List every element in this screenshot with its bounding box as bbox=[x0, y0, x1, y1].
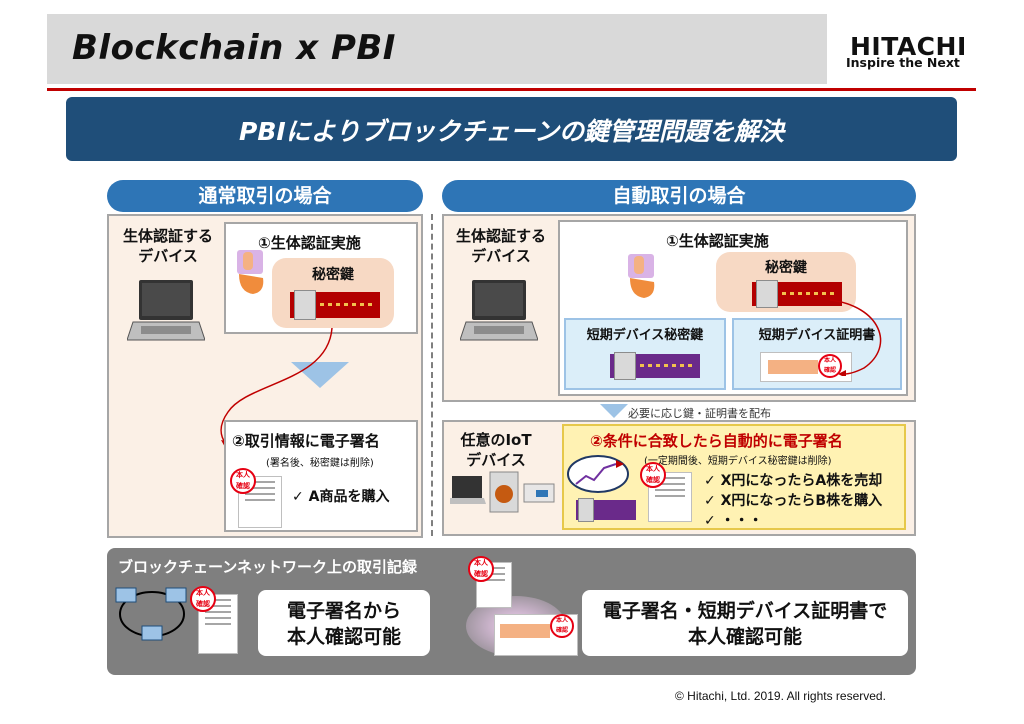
title-rule bbox=[47, 88, 976, 91]
result-right-line2: 本人確認可能 bbox=[687, 626, 802, 648]
page-title: Blockchain x PBI bbox=[72, 28, 396, 68]
left-note: (署名後、秘密鍵は削除) bbox=[266, 458, 374, 469]
banner-text: PBIによりブロックチェーンの鍵管理問題を解決 bbox=[239, 117, 784, 146]
auto-key-head bbox=[578, 498, 594, 522]
result-left-line2: 本人確認可能 bbox=[286, 626, 401, 648]
result-right-line1: 電子署名・短期デバイス証明書で bbox=[602, 600, 888, 622]
left-device-label: 生体認証する デバイス bbox=[122, 227, 213, 265]
condition-3: ✓ ・・・ bbox=[704, 513, 763, 529]
right-key-head bbox=[756, 280, 778, 308]
record-cert-stamp-icon: 本人 確認 bbox=[550, 614, 574, 638]
left-heading: 通常取引の場合 bbox=[107, 180, 423, 212]
short-key-dots bbox=[640, 364, 694, 367]
left-secret-key-label: 秘密鍵 bbox=[312, 267, 354, 283]
iot-devices-icon bbox=[450, 471, 555, 513]
result-right-box bbox=[582, 590, 908, 656]
result-left-box bbox=[258, 590, 430, 656]
blockchain-record-title: ブロックチェーンネットワーク上の取引記録 bbox=[118, 558, 417, 576]
banner bbox=[66, 97, 957, 161]
distribute-label: 必要に応じ鍵・証明書を配布 bbox=[628, 407, 771, 420]
condition-1: ✓ X円になったらA株を売却 bbox=[704, 473, 883, 489]
short-cert-label: 短期デバイス証明書 bbox=[758, 328, 876, 343]
right-heading: 自動取引の場合 bbox=[442, 180, 916, 212]
left-key-head bbox=[294, 290, 316, 320]
fingerprint-icon bbox=[237, 250, 264, 294]
left-stamp-icon: 本人 確認 bbox=[230, 468, 256, 494]
down-arrow-icon bbox=[600, 404, 628, 418]
iot-label: 任意のIoT デバイス bbox=[460, 431, 532, 469]
right-secret-key-label: 秘密鍵 bbox=[765, 260, 807, 276]
short-key-label: 短期デバイス秘密鍵 bbox=[586, 328, 704, 343]
right-step1: ①生体認証実施 bbox=[666, 232, 769, 250]
record-cert-bar bbox=[500, 624, 550, 638]
network-icon bbox=[115, 587, 187, 641]
copyright-footer: © Hitachi, Ltd. 2019. All rights reserve… bbox=[675, 689, 886, 703]
auto-stamp-icon: 本人 確認 bbox=[640, 462, 666, 488]
short-key-head bbox=[614, 352, 636, 380]
record-stamp-icon-2: 本人 確認 bbox=[468, 556, 494, 582]
left-key-dots bbox=[320, 303, 374, 306]
short-cert-stamp-icon: 本人 確認 bbox=[818, 354, 842, 378]
column-divider bbox=[431, 214, 433, 536]
short-cert-bar bbox=[768, 360, 818, 374]
right-note: (一定期間後、短期デバイス秘密鍵は削除) bbox=[644, 456, 832, 467]
left-step2: ②取引情報に電子署名 bbox=[232, 432, 380, 450]
logo-tagline: Inspire the Next bbox=[846, 55, 960, 70]
result-left-line1: 電子署名から bbox=[286, 600, 401, 622]
stock-chart-icon bbox=[567, 455, 629, 493]
fingerprint-icon bbox=[628, 254, 655, 298]
left-action: ✓ A商品を購入 bbox=[292, 489, 390, 505]
right-device-label: 生体認証する デバイス bbox=[455, 227, 546, 265]
condition-2: ✓ X円になったらB株を購入 bbox=[704, 493, 883, 509]
laptop-icon bbox=[460, 280, 538, 341]
right-key-dots bbox=[782, 292, 836, 295]
hitachi-logo: HITACHI bbox=[850, 32, 967, 61]
laptop-icon bbox=[127, 280, 205, 341]
cert-flow-arrow bbox=[829, 299, 882, 376]
title-bar bbox=[47, 14, 827, 84]
right-step2: ②条件に合致したら自動的に電子署名 bbox=[590, 432, 843, 450]
left-step1: ①生体認証実施 bbox=[258, 234, 361, 252]
record-stamp-icon: 本人 確認 bbox=[190, 586, 216, 612]
